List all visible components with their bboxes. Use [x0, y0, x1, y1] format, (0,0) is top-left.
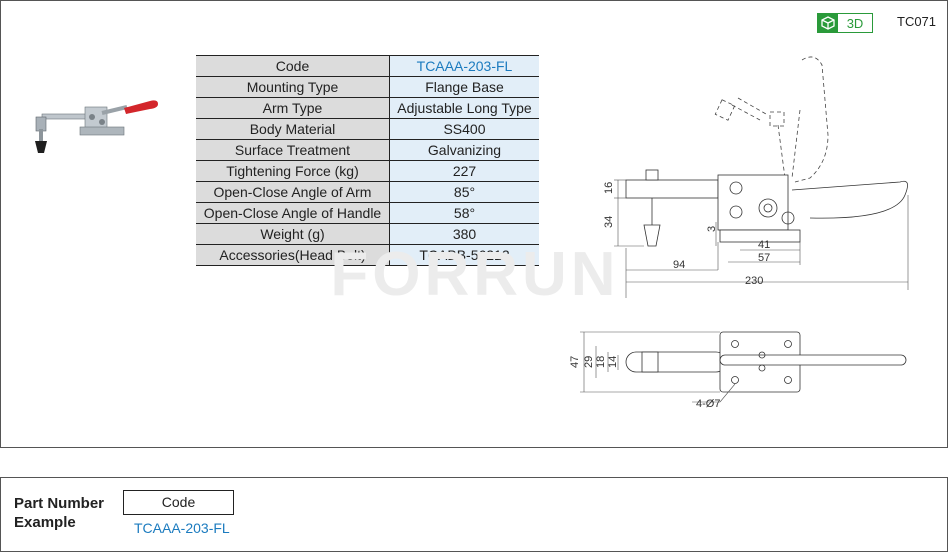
code-box: Code — [123, 490, 234, 515]
part-number-label: Part Number Example — [14, 494, 104, 532]
product-photo — [35, 100, 158, 153]
spec-value: 380 — [389, 223, 539, 245]
spec-key: Body Material — [196, 118, 390, 140]
watermark-text: FORRUN — [330, 245, 619, 305]
example-title: Example — [14, 514, 76, 531]
spec-value: Flange Base — [389, 76, 539, 98]
dim-18: 18 — [595, 356, 607, 368]
3d-label: 3D — [846, 15, 864, 31]
part-number-panel — [0, 477, 948, 552]
spec-value-code[interactable]: TCAAA-203-FL — [389, 55, 539, 77]
spec-key: Arm Type — [196, 97, 390, 119]
dim-hole: 4-Ø7 — [696, 398, 720, 410]
spec-key: Open-Close Angle of Handle — [196, 202, 390, 224]
dim-29: 29 — [583, 356, 595, 368]
spec-key: Tightening Force (kg) — [196, 160, 390, 182]
spec-value: 227 — [389, 160, 539, 182]
spec-key: Mounting Type — [196, 76, 390, 98]
dim-16: 16 — [603, 182, 615, 194]
spec-value: TCABB-56212 — [389, 244, 539, 266]
spec-key: Accessories(Head Bolt) — [196, 244, 390, 266]
dim-230: 230 — [745, 275, 763, 287]
spec-value: 58° — [389, 202, 539, 224]
dim-94: 94 — [673, 259, 685, 271]
spec-key: Code — [196, 55, 390, 77]
part-number-title: Part Number — [14, 495, 105, 512]
dim-57: 57 — [758, 252, 770, 264]
spec-value: Adjustable Long Type — [389, 97, 539, 119]
dim-41: 41 — [758, 239, 770, 251]
spec-key: Weight (g) — [196, 223, 390, 245]
spec-key: Surface Treatment — [196, 139, 390, 161]
example-code[interactable]: TCAAA-203-FL — [134, 520, 230, 536]
product-code: TC071 — [897, 14, 937, 29]
watermark-logo: FORRUN — [330, 245, 619, 305]
table-row: Weight (g)380 — [196, 223, 539, 245]
3d-view-button[interactable]: 3D — [817, 13, 873, 33]
dim-3: 3 — [706, 226, 718, 232]
table-row: Tightening Force (kg)227 — [196, 160, 539, 182]
spec-value: 85° — [389, 181, 539, 203]
cube-icon — [818, 14, 838, 32]
table-row: Accessories(Head Bolt)TCABB-56212 — [196, 244, 539, 266]
spec-key: Open-Close Angle of Arm — [196, 181, 390, 203]
dim-47: 47 — [570, 356, 581, 368]
spec-value: Galvanizing — [389, 139, 539, 161]
spec-panel — [0, 0, 948, 448]
technical-drawing: 16 34 3 41 57 94 230 47 29 18 14 4-Ø7 — [570, 56, 909, 410]
dim-34: 34 — [603, 216, 615, 228]
spec-value: SS400 — [389, 118, 539, 140]
dim-14: 14 — [607, 356, 619, 368]
